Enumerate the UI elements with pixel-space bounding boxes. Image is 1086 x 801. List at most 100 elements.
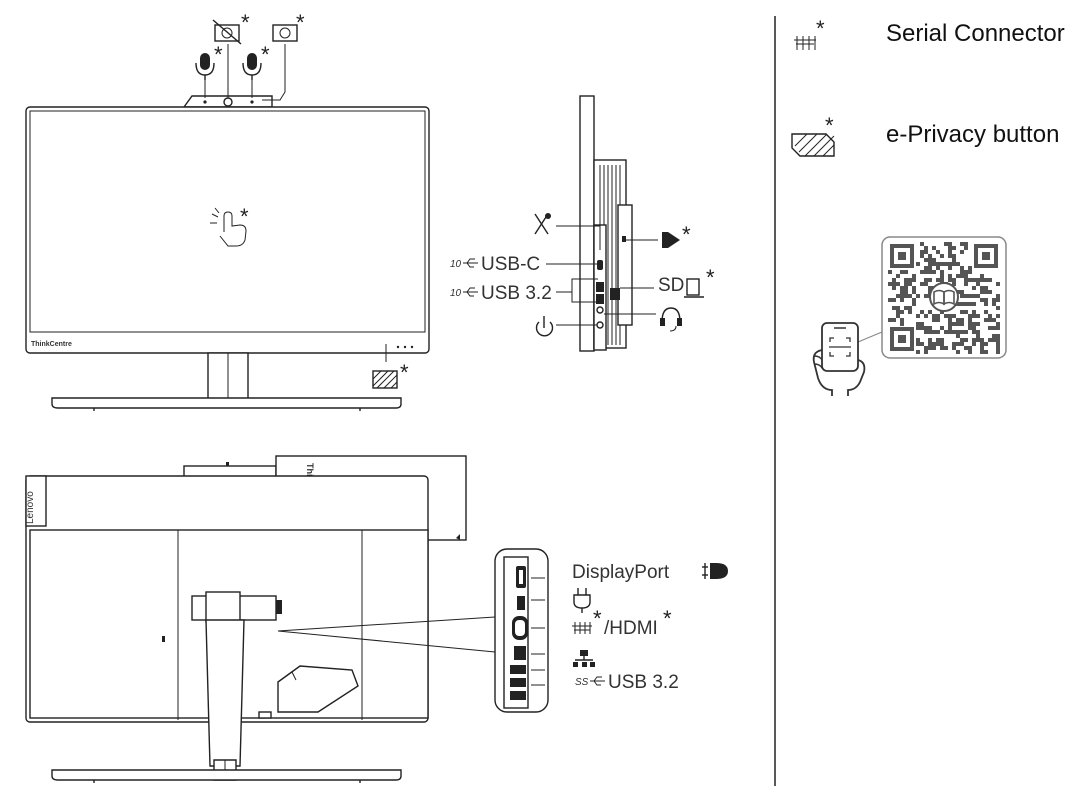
qr-module: [928, 278, 932, 282]
qr-module: [972, 342, 976, 346]
qr-module: [964, 302, 968, 306]
qr-module: [896, 310, 900, 314]
qr-module: [936, 262, 940, 266]
qr-module: [988, 338, 992, 342]
asterisk: *: [240, 204, 249, 229]
qr-module: [972, 310, 976, 314]
qr-module: [904, 286, 908, 290]
power-icon: [535, 316, 554, 337]
qr-module: [912, 290, 916, 294]
qr-module: [972, 294, 976, 298]
qr-module: [944, 262, 948, 266]
qr-module: [904, 294, 908, 298]
qr-module: [980, 342, 984, 346]
qr-module: [912, 274, 916, 278]
qr-module: [984, 350, 988, 354]
qr-module: [928, 338, 932, 342]
qr-module: [948, 314, 952, 318]
qr-module: [968, 302, 972, 306]
usb-ss-speed: SS: [575, 677, 589, 688]
qr-module: [960, 270, 964, 274]
qr-module: [940, 270, 944, 274]
qr-module: [936, 314, 940, 318]
qr-module: [948, 262, 952, 266]
asterisk: *: [400, 360, 409, 385]
qr-module: [960, 302, 964, 306]
qr-module: [984, 278, 988, 282]
qr-module: [948, 278, 952, 282]
qr-module: [928, 270, 932, 274]
qr-module: [932, 314, 936, 318]
phone-scan-icon: [812, 322, 866, 396]
qr-module: [992, 318, 996, 322]
qr-module: [964, 338, 968, 342]
qr-module: [904, 278, 908, 282]
qr-module: [940, 342, 944, 346]
qr-module: [968, 346, 972, 350]
qr-module: [924, 258, 928, 262]
usb-icon: [463, 258, 478, 268]
qr-module: [948, 274, 952, 278]
qr-module: [908, 310, 912, 314]
qr-module: [936, 250, 940, 254]
hdmi-label: /HDMI: [604, 618, 658, 639]
qr-module: [924, 314, 928, 318]
qr-module: [988, 290, 992, 294]
usb-c-label: USB-C: [481, 254, 540, 275]
qr-module: [996, 322, 1000, 326]
qr-module: [960, 338, 964, 342]
qr-module: [932, 342, 936, 346]
qr-module: [920, 250, 924, 254]
qr-module: [896, 274, 900, 278]
usb-icon: [590, 676, 605, 686]
qr-module: [932, 318, 936, 322]
qr-module: [980, 286, 984, 290]
audio-out-icon: [662, 232, 680, 248]
qr-module: [996, 294, 1000, 298]
qr-module: [988, 326, 992, 330]
displayport-icon: [702, 563, 728, 579]
qr-module: [976, 314, 980, 318]
touch-icon: [210, 207, 247, 247]
qr-module: [944, 346, 948, 350]
qr-module: [964, 330, 968, 334]
qr-module: [984, 302, 988, 306]
rear-usb32-label: USB 3.2: [608, 672, 679, 693]
qr-module: [908, 278, 912, 282]
qr-module: [932, 346, 936, 350]
qr-module: [900, 310, 904, 314]
qr-module: [960, 242, 964, 246]
qr-module: [888, 270, 892, 274]
camera-icon: [272, 24, 298, 42]
qr-module: [928, 310, 932, 314]
qr-module: [940, 326, 944, 330]
qr-module: [996, 338, 1000, 342]
qr-module: [968, 350, 972, 354]
qr-module: [972, 338, 976, 342]
camera-off-icon: [212, 19, 242, 45]
qr-module: [980, 278, 984, 282]
brand-logo: ThinkCentre: [31, 341, 72, 348]
qr-module: [964, 246, 968, 250]
qr-module: [996, 342, 1000, 346]
qr-module: [912, 278, 916, 282]
serial-connector-icon: [794, 36, 816, 50]
qr-module: [996, 346, 1000, 350]
qr-module: [916, 294, 920, 298]
qr-module: [892, 318, 896, 322]
qr-module: [960, 342, 964, 346]
qr-module: [964, 282, 968, 286]
qr-module: [980, 346, 984, 350]
microphone-mute-icon: [534, 213, 551, 235]
book-icon: [933, 289, 955, 306]
qr-module: [972, 330, 976, 334]
qr-module: [912, 298, 916, 302]
qr-module: [920, 342, 924, 346]
qr-module: [984, 318, 988, 322]
qr-module: [944, 330, 948, 334]
qr-module: [956, 262, 960, 266]
qr-module: [964, 294, 968, 298]
qr-module: [892, 286, 896, 290]
qr-module: [900, 290, 904, 294]
qr-module: [956, 342, 960, 346]
